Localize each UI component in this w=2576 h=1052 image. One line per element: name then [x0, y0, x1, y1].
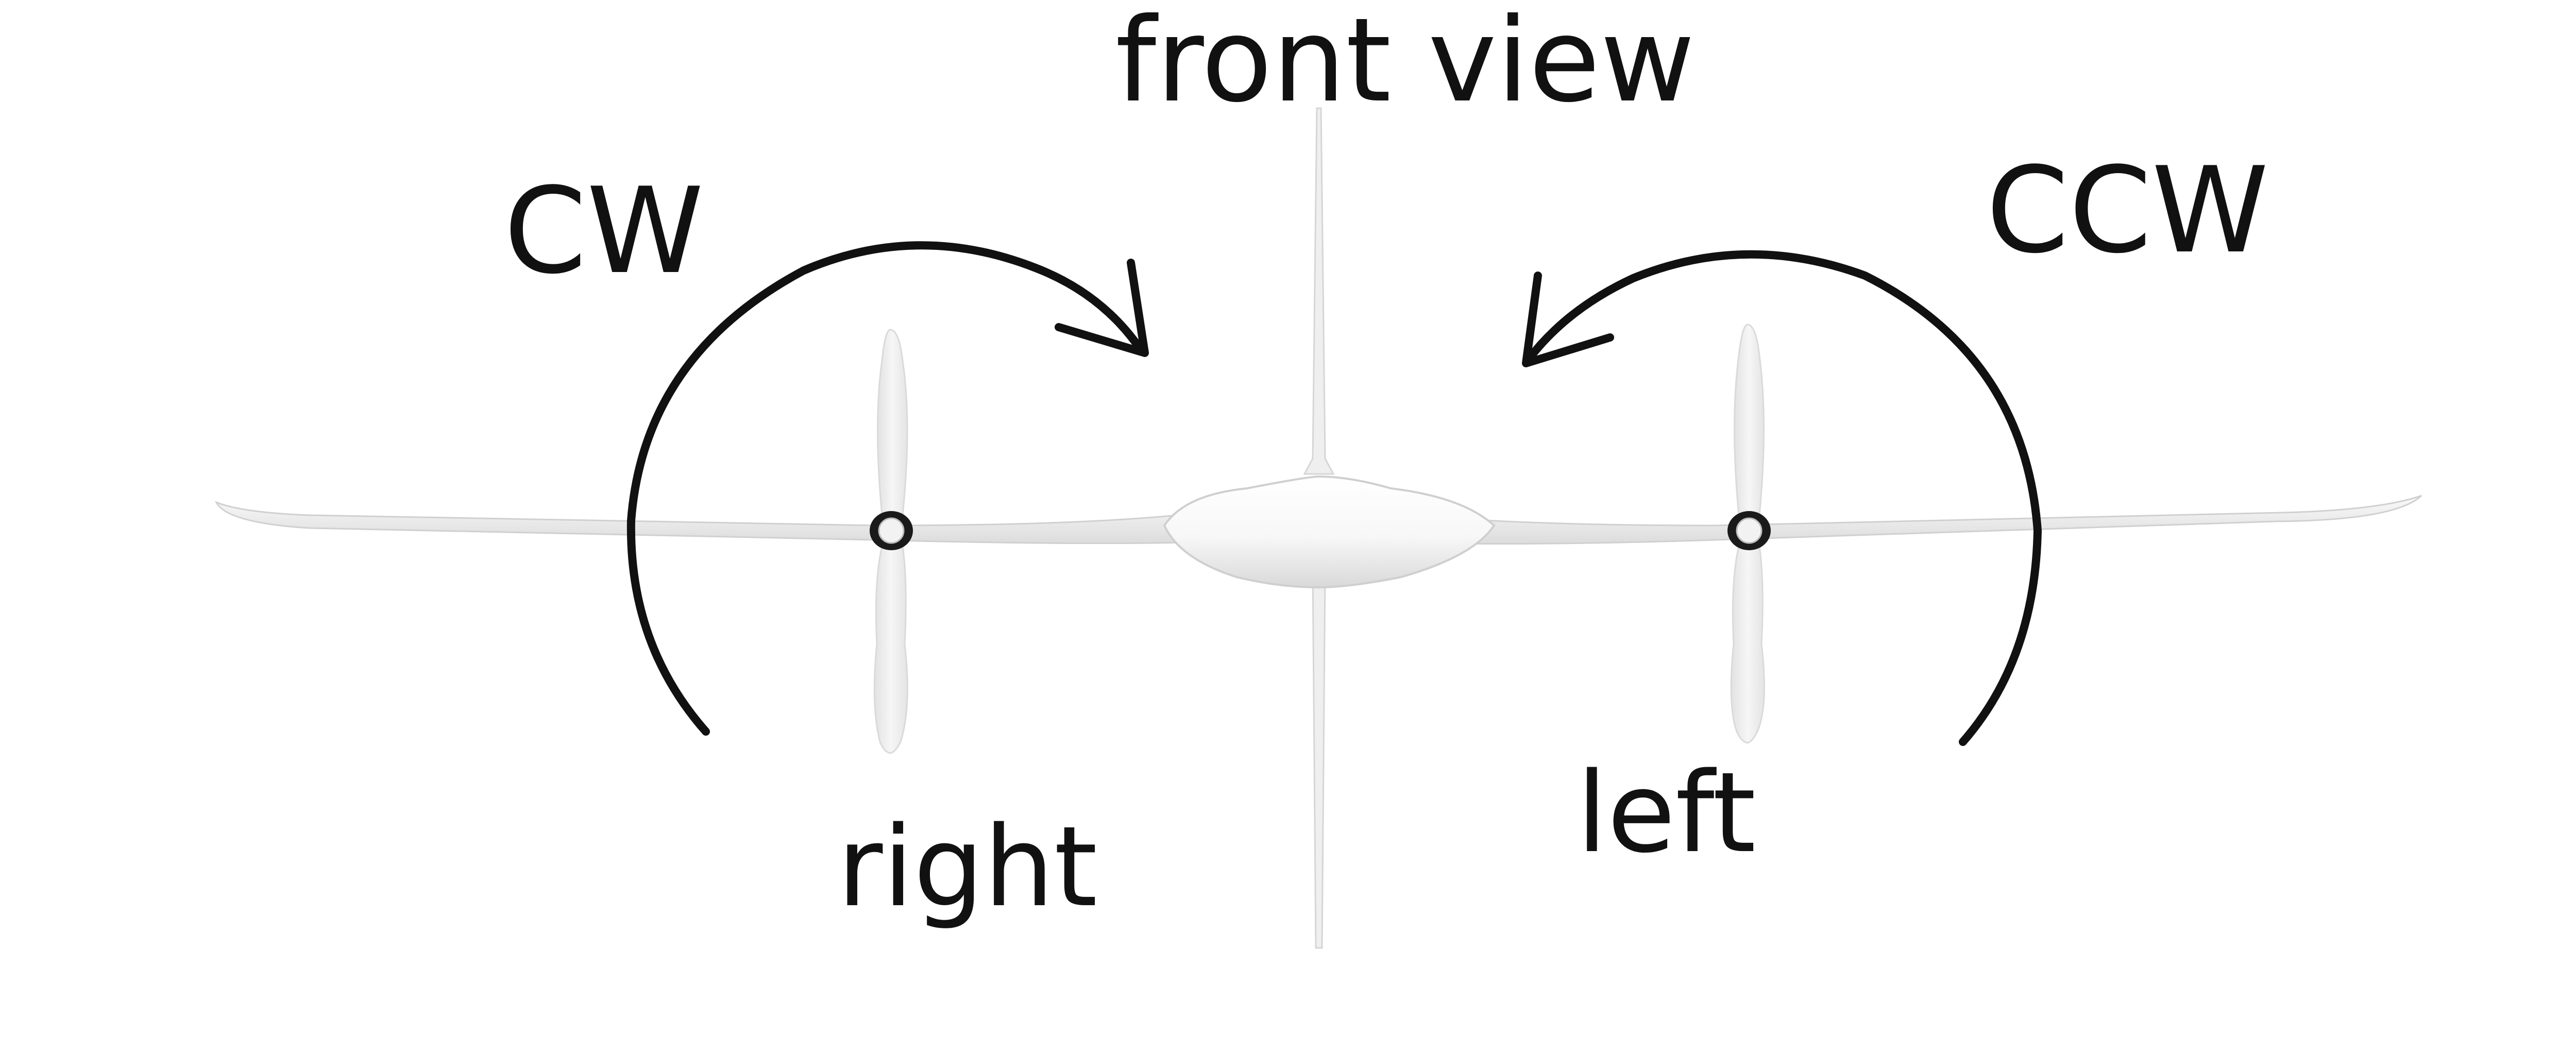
- diagram-title: front view: [1115, 0, 1695, 128]
- left-motor-label: left: [1577, 748, 1756, 877]
- clockwise-arrow-icon: [626, 241, 1149, 736]
- vertical-fin-bottom: [1312, 571, 1326, 949]
- left-propeller: [1727, 324, 1771, 744]
- clockwise-arrowhead: [1055, 259, 1149, 357]
- right-propeller-blade-bottom: [873, 545, 908, 754]
- left-propeller-blade-bottom: [1730, 545, 1765, 744]
- left-propeller-blade-top: [1734, 324, 1765, 516]
- counterclockwise-arc: [1523, 250, 2042, 746]
- right-motor-label: right: [837, 802, 1098, 931]
- left-spinner: [1736, 517, 1762, 544]
- right-propeller-blade-top: [877, 329, 908, 516]
- clockwise-label: CW: [504, 163, 704, 300]
- vertical-fin-top: [1303, 107, 1335, 475]
- right-spinner: [878, 517, 905, 544]
- clockwise-arc: [626, 241, 1145, 736]
- right-propeller: [870, 329, 913, 754]
- fuselage: [1163, 475, 1496, 589]
- counterclockwise-label: CCW: [1986, 142, 2269, 280]
- counterclockwise-arrowhead: [1522, 272, 1614, 367]
- counterclockwise-arrow-icon: [1522, 250, 2042, 746]
